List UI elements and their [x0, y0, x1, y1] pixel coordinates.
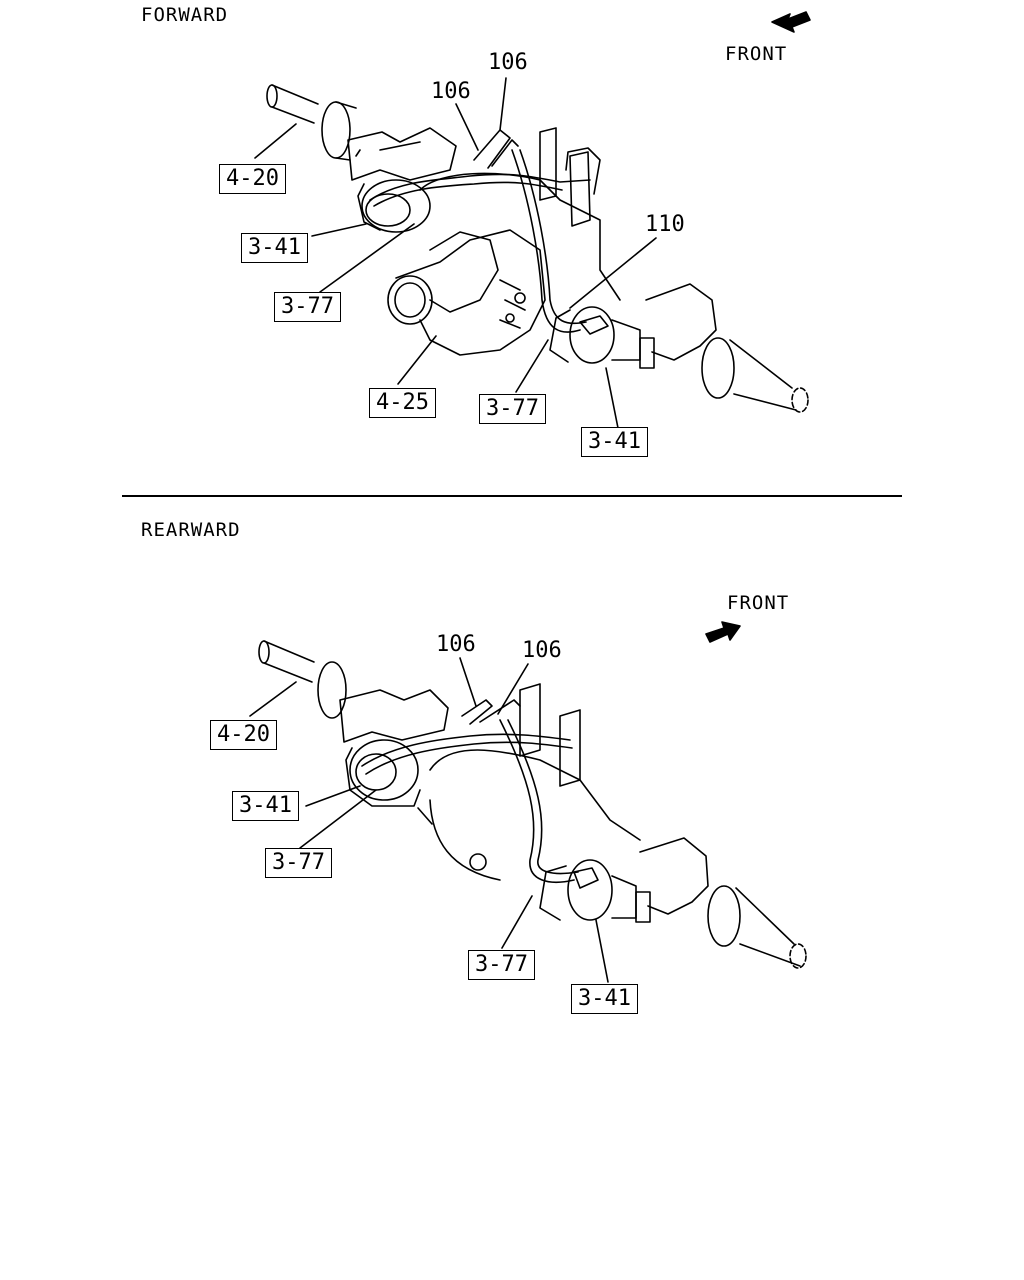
forward-leader-3-77-left [319, 223, 415, 293]
forward-callout-110: 110 [645, 212, 685, 237]
rearward-leader-4-20 [249, 681, 297, 717]
forward-leader-3-41-left [311, 223, 367, 237]
forward-ref-3-77-right[interactable]: 3-77 [479, 394, 546, 424]
forward-ref-4-25[interactable]: 4-25 [369, 388, 436, 418]
section-divider [122, 495, 902, 497]
forward-leader-106-a [455, 103, 479, 151]
forward-ref-3-77-left[interactable]: 3-77 [274, 292, 341, 322]
forward-section-title: FORWARD [141, 4, 229, 26]
forward-leader-4-20 [254, 123, 297, 159]
rearward-ref-3-77-right[interactable]: 3-77 [468, 950, 535, 980]
rearward-ref-3-41-right[interactable]: 3-41 [571, 984, 638, 1014]
rearward-leader-3-77-left [299, 789, 377, 849]
rearward-leader-3-77-right [501, 895, 533, 949]
rearward-ref-3-41-left[interactable]: 3-41 [232, 791, 299, 821]
forward-callout-106-b: 106 [488, 50, 528, 75]
forward-ref-3-41-left[interactable]: 3-41 [241, 233, 308, 263]
forward-axle-assembly [254, 11, 811, 429]
rearward-front-arrow-icon [705, 621, 741, 643]
forward-leader-110 [569, 237, 657, 309]
rearward-callout-106-a: 106 [436, 632, 476, 657]
rearward-ref-4-20[interactable]: 4-20 [210, 720, 277, 750]
rearward-axle-assembly [249, 621, 807, 983]
forward-ref-4-20[interactable]: 4-20 [219, 164, 286, 194]
rearward-leader-106-b [497, 663, 529, 715]
forward-leader-3-41-right [605, 367, 619, 429]
forward-leader-3-77-right [515, 339, 549, 393]
rearward-front-label: FRONT [727, 592, 790, 614]
forward-ref-3-41-right[interactable]: 3-41 [581, 427, 648, 457]
rearward-leader-3-41-right [595, 919, 609, 983]
forward-front-arrow-icon [771, 11, 811, 33]
forward-callout-106-a: 106 [431, 79, 471, 104]
forward-leader-106-b [499, 77, 507, 131]
forward-front-label: FRONT [725, 43, 788, 65]
rearward-leader-106-a [459, 657, 477, 707]
rearward-leader-3-41-left [305, 785, 361, 807]
forward-leader-4-25 [397, 335, 437, 385]
rearward-ref-3-77-left[interactable]: 3-77 [265, 848, 332, 878]
rearward-section-title: REARWARD [141, 519, 241, 541]
rearward-callout-106-b: 106 [522, 638, 562, 663]
